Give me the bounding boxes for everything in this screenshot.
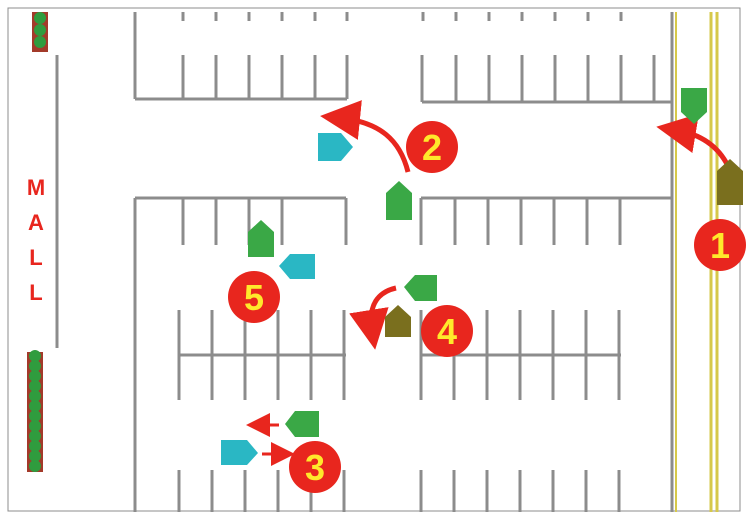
arrow-2	[320, 100, 411, 173]
marker-2: 2	[406, 121, 458, 173]
car-cyan-3	[221, 440, 258, 465]
marker-2-label: 2	[422, 127, 442, 168]
car-green-5	[248, 220, 274, 257]
marker-4: 4	[421, 305, 473, 357]
mall-label: M A L L	[27, 175, 45, 305]
shrub	[29, 380, 41, 392]
cars	[221, 88, 743, 465]
car-olive-1	[717, 159, 743, 205]
shrub	[29, 370, 41, 382]
shrub	[29, 440, 41, 452]
shrub	[29, 430, 41, 442]
car-cyan-5	[279, 254, 315, 279]
shrub	[29, 390, 41, 402]
diagram-border	[7, 7, 741, 512]
shrub	[29, 360, 41, 372]
marker-3-label: 3	[305, 447, 325, 488]
parking-stalls	[133, 12, 672, 512]
arrow-1	[656, 113, 731, 168]
arrow-4	[349, 285, 397, 350]
marker-1: 1	[694, 219, 746, 271]
marker-1-label: 1	[710, 225, 730, 266]
mall-letter-4: L	[29, 280, 42, 305]
hedge-top	[32, 12, 48, 52]
movement-arrows	[246, 100, 731, 466]
car-olive-4	[385, 305, 411, 337]
mall-letter-1: M	[27, 175, 45, 200]
marker-3: 3	[289, 441, 341, 493]
car-green-2	[386, 181, 412, 220]
shrub	[29, 420, 41, 432]
marker-4-label: 4	[437, 311, 457, 352]
shrub	[29, 400, 41, 412]
car-green-4	[404, 275, 437, 301]
marker-5: 5	[228, 271, 280, 323]
marker-5-label: 5	[244, 277, 264, 318]
shrub	[29, 460, 41, 472]
mall-letter-3: L	[29, 245, 42, 270]
car-cyan-2	[318, 133, 353, 161]
hedge-bottom	[27, 350, 43, 472]
shrub	[29, 450, 41, 462]
car-green-3	[285, 411, 319, 437]
mall-letter-2: A	[28, 210, 44, 235]
shrub	[29, 410, 41, 422]
scenario-markers: 1 2 3 4 5	[228, 121, 746, 493]
car-green-road-top	[681, 88, 707, 124]
shrub	[29, 350, 41, 362]
